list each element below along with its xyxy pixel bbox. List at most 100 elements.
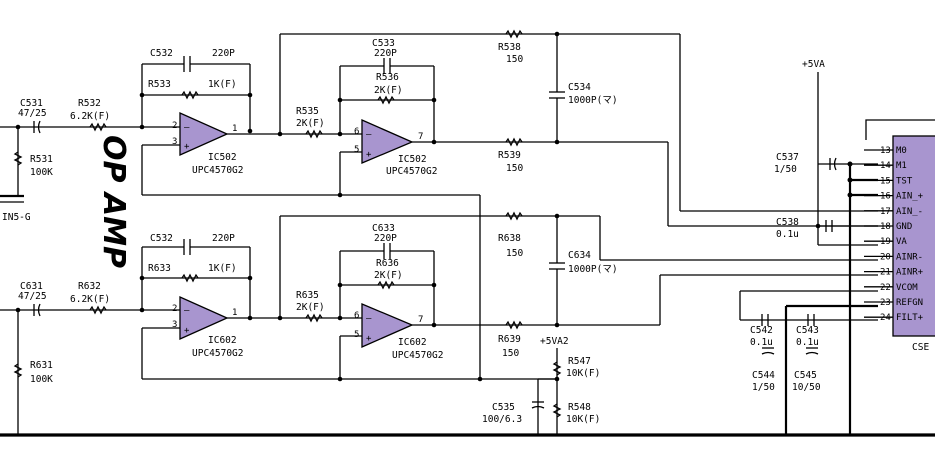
ic602b-ref: IC602 — [398, 337, 427, 348]
svg-text:5: 5 — [354, 145, 359, 155]
c535-value: 100/6.3 — [482, 414, 522, 425]
lower-channel: C631 47/25 R631 100K R632 6.2K(F) C532 2… — [0, 195, 878, 435]
c543-ref: C543 — [796, 325, 819, 336]
c531-ref: C531 — [20, 98, 43, 109]
c542-ref: C542 — [750, 325, 773, 336]
c537-ref: C537 — [776, 152, 799, 163]
r547-value: 10K(F) — [566, 368, 600, 379]
c631-value: 47/25 — [18, 291, 47, 302]
adc-pin-number: 17 — [880, 207, 891, 217]
c538-ref: C538 — [776, 217, 799, 228]
c533-ref: C533 — [372, 38, 395, 49]
adc-ic-body — [892, 135, 935, 337]
adc-section: +5VA C537 1/50 C538 0.1u C542 0.1u — [739, 59, 935, 435]
bias-supply: +5VA2 — [540, 336, 569, 347]
adc-pin-number: 15 — [880, 176, 891, 186]
c545-ref: C545 — [794, 370, 817, 381]
svg-text:2: 2 — [172, 121, 177, 131]
r632-value: 6.2K(F) — [70, 294, 110, 305]
r638-ref: R638 — [498, 233, 521, 244]
c534-ref: C534 — [568, 82, 591, 93]
ic602a-type: UPC4570G2 — [192, 348, 243, 359]
c532-ref: C532 — [150, 48, 173, 59]
input-label: IN5-G — [2, 212, 31, 223]
adc-pin-name: VCOM — [896, 283, 918, 293]
c533-value: 220P — [374, 48, 397, 59]
r633-value: 1K(F) — [208, 263, 237, 274]
r631-ref: R631 — [30, 360, 53, 371]
c545-value: 10/50 — [792, 382, 821, 393]
svg-text:6: 6 — [354, 311, 359, 321]
r531-ref: R531 — [30, 154, 53, 165]
r632-ref: R632 — [78, 281, 101, 292]
r639-value: 150 — [502, 348, 519, 359]
r635b-value: 2K(F) — [296, 302, 325, 313]
c634-ref: C634 — [568, 250, 591, 261]
c531-value: 47/25 — [18, 108, 47, 119]
ic502a-type: UPC4570G2 — [192, 165, 243, 176]
adc-pin-name: REFGN — [896, 298, 923, 308]
c544-ref: C544 — [752, 370, 775, 381]
r535-ref: R535 — [296, 106, 319, 117]
r536-ref: R536 — [376, 72, 399, 83]
opamp-ic502b — [361, 119, 414, 164]
c544-value: 1/50 — [752, 382, 775, 393]
adc-pin-number: 21 — [880, 268, 891, 278]
c633b-ref: C633 — [372, 223, 395, 234]
r635b-ref: R635 — [296, 290, 319, 301]
c632-value: 220P — [212, 233, 235, 244]
adc-ic-label: CSE — [912, 342, 929, 353]
c633b-value: 220P — [374, 233, 397, 244]
adc-pin-name: VA — [896, 237, 907, 247]
upper-channel: C531 47/25 R531 100K IN5-G R532 6.2K(F) … — [0, 29, 878, 227]
r548-ref: R548 — [568, 402, 591, 413]
r532-ref: R532 — [78, 98, 101, 109]
adc-pin-number: 22 — [880, 283, 891, 293]
adc-pin-name: AINR+ — [896, 268, 924, 278]
r535-value: 2K(F) — [296, 118, 325, 129]
adc-pin-number: 18 — [880, 222, 891, 232]
svg-text:+: + — [366, 334, 372, 344]
adc-pin-number: 24 — [880, 313, 891, 323]
adc-pin-name: AINR- — [896, 252, 923, 262]
adc-pin-number: 19 — [880, 237, 891, 247]
r539-ref: R539 — [498, 150, 521, 161]
c532-value: 220P — [212, 48, 235, 59]
adc-pin-number: 20 — [880, 252, 891, 262]
r533-ref: R533 — [148, 79, 171, 90]
svg-text:–: – — [366, 314, 372, 324]
c538-value: 0.1u — [776, 229, 799, 240]
svg-text:–: – — [184, 306, 190, 316]
svg-text:2: 2 — [172, 304, 177, 314]
r548-value: 10K(F) — [566, 414, 600, 425]
r639-ref: R639 — [498, 334, 521, 345]
adc-pin-name: M1 — [896, 161, 907, 171]
r531-value: 100K — [30, 167, 53, 178]
adc-pin-name: AIN_+ — [896, 192, 924, 202]
adc-supply: +5VA — [802, 59, 825, 70]
adc-pin-number: 13 — [880, 146, 891, 156]
svg-text:1: 1 — [232, 308, 237, 318]
svg-text:–: – — [366, 130, 372, 140]
opamp-ic502a — [179, 111, 229, 157]
c631-ref: C631 — [20, 281, 43, 292]
svg-text:3: 3 — [172, 137, 177, 147]
c542-value: 0.1u — [750, 337, 773, 348]
c537-value: 1/50 — [774, 164, 797, 175]
ic502a-ref: IC502 — [208, 152, 237, 163]
c543-value: 0.1u — [796, 337, 819, 348]
svg-text:+: + — [184, 326, 190, 336]
r636b-ref: R636 — [376, 258, 399, 269]
svg-text:5: 5 — [354, 330, 359, 340]
adc-pin-number: 16 — [880, 192, 891, 202]
adc-pin-name: M0 — [896, 146, 907, 156]
svg-text:+: + — [366, 150, 372, 160]
section-title: OP AMP — [96, 135, 131, 268]
r538-value: 150 — [506, 54, 523, 65]
c535-ref: C535 — [492, 402, 515, 413]
r631-value: 100K — [30, 374, 53, 385]
r538-ref: R538 — [498, 42, 521, 53]
svg-text:–: – — [184, 123, 190, 133]
adc-pin-name: TST — [896, 176, 913, 186]
ic502b-ref: IC502 — [398, 154, 427, 165]
